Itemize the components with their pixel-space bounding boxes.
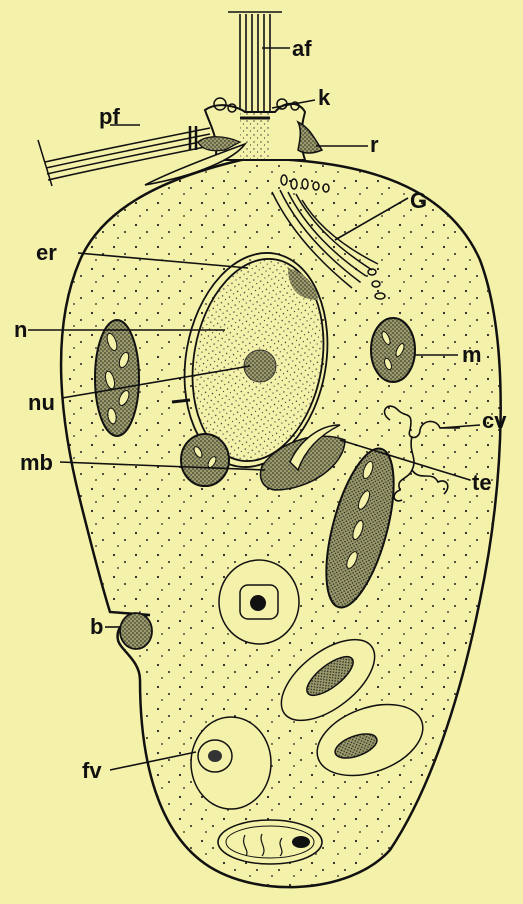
mitochondrion-left: [95, 320, 139, 436]
label-te: te: [472, 470, 492, 495]
food-vacuole-left: [191, 717, 271, 809]
bacterium-in-pocket: [120, 613, 152, 649]
label-b: b: [90, 614, 103, 639]
food-vacuole-bottom: [218, 820, 322, 864]
label-nu: nu: [28, 390, 55, 415]
mitochondrion-middle: [181, 434, 229, 486]
label-k: k: [318, 85, 331, 110]
mitochondrion-right-upper: [371, 318, 415, 382]
rhizoplast: [298, 122, 322, 153]
label-mb: mb: [20, 450, 53, 475]
label-cv: cv: [482, 408, 507, 433]
label-r: r: [370, 132, 379, 157]
anterior-flagellum: [228, 12, 282, 112]
label-m: m: [462, 342, 482, 367]
food-vacuole-upper: [219, 560, 299, 644]
label-pf: pf: [99, 104, 120, 129]
label-af: af: [292, 36, 312, 61]
label-er: er: [36, 240, 57, 265]
label-G: G: [410, 188, 427, 213]
label-fv: fv: [82, 758, 102, 783]
label-n: n: [14, 317, 27, 342]
